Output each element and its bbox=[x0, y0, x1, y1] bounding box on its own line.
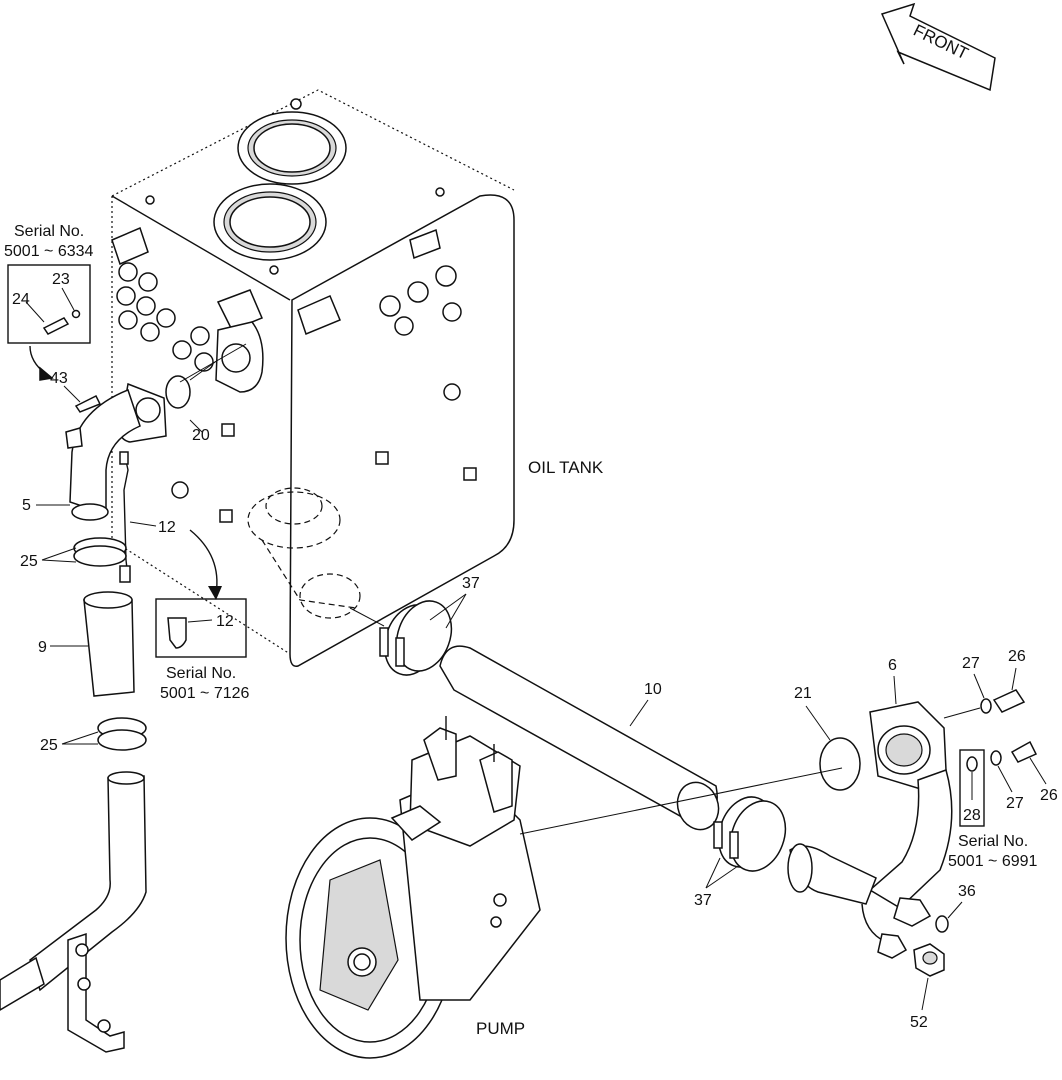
o-ring-36 bbox=[935, 915, 949, 933]
callout-5: 5 bbox=[22, 497, 31, 514]
o-ring-20 bbox=[165, 375, 191, 409]
front-arrow: FRONT bbox=[880, 2, 996, 92]
callout-21: 21 bbox=[794, 685, 812, 702]
bolt-43 bbox=[74, 394, 102, 413]
pump-label: PUMP bbox=[476, 1019, 525, 1038]
callout-6: 6 bbox=[888, 657, 897, 674]
serial-a-title: Serial No. bbox=[14, 223, 84, 240]
serial-box-a: Serial No. 5001 ~ 6334 24 23 bbox=[4, 223, 94, 381]
callout-37b: 37 bbox=[694, 892, 712, 909]
callout-24: 24 bbox=[12, 291, 30, 308]
hose-9 bbox=[83, 591, 135, 697]
callout-23: 23 bbox=[52, 271, 70, 288]
serial-a-range: 5001 ~ 6334 bbox=[4, 243, 94, 260]
callout-43: 43 bbox=[50, 370, 68, 387]
callout-9: 9 bbox=[38, 639, 47, 656]
serial-c-title: Serial No. bbox=[958, 833, 1028, 850]
callout-20: 20 bbox=[192, 427, 210, 444]
callout-27b: 27 bbox=[1006, 795, 1024, 812]
callout-25b: 25 bbox=[40, 737, 58, 754]
callout-27a: 27 bbox=[962, 655, 980, 672]
bolt-26-top bbox=[992, 689, 1026, 713]
callout-10: 10 bbox=[644, 681, 662, 698]
serial-c-range: 5001 ~ 6991 bbox=[948, 853, 1038, 870]
callout-28: 28 bbox=[963, 807, 981, 824]
bolt-26-bottom bbox=[1010, 740, 1038, 763]
o-ring-21 bbox=[819, 737, 861, 791]
hose-10 bbox=[439, 645, 720, 831]
clamp-37-top bbox=[379, 600, 453, 676]
serial-b-range: 5001 ~ 7126 bbox=[160, 685, 250, 702]
sensor-12 bbox=[119, 451, 131, 583]
elbow-pipe-5 bbox=[65, 382, 167, 521]
nut-52 bbox=[913, 943, 945, 977]
serial-box-b: 12 Serial No. 5001 ~ 7126 bbox=[155, 598, 250, 702]
suction-pipe-lower bbox=[0, 771, 147, 1053]
callout-12a: 12 bbox=[158, 519, 176, 536]
oil-tank: OIL TANK bbox=[111, 89, 604, 667]
callout-37a: 37 bbox=[462, 575, 480, 592]
washer-27-top bbox=[980, 698, 992, 714]
pump: PUMP bbox=[285, 716, 541, 1059]
callout-26b: 26 bbox=[1040, 787, 1058, 804]
washer-27-bottom bbox=[990, 750, 1002, 766]
oil-tank-label: OIL TANK bbox=[528, 458, 604, 477]
serial-box-c: 28 Serial No. 5001 ~ 6991 bbox=[948, 749, 1038, 870]
callout-26a: 26 bbox=[1008, 648, 1026, 665]
callout-36: 36 bbox=[958, 883, 976, 900]
callout-12b: 12 bbox=[216, 613, 234, 630]
callout-52: 52 bbox=[910, 1014, 928, 1031]
clamp-37-bottom bbox=[713, 796, 787, 872]
serial-b-title: Serial No. bbox=[166, 665, 236, 682]
elbow-pipe-6 bbox=[787, 701, 953, 959]
callout-25a: 25 bbox=[20, 553, 38, 570]
